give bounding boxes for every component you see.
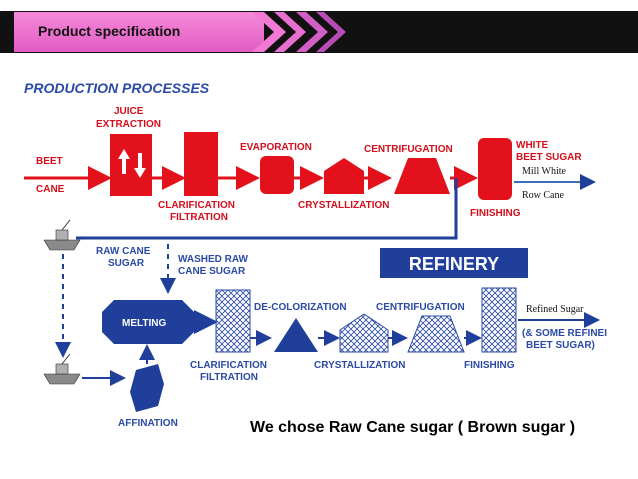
label-finishing-b: FINISHING	[464, 360, 515, 371]
label-row-cane: Row Cane	[522, 190, 565, 201]
evaporation-box	[260, 156, 294, 194]
label-mill-white: Mill White	[522, 166, 567, 177]
crystallization-shape	[324, 158, 364, 194]
affination-shape	[130, 364, 164, 412]
label-refined-sugar: Refined Sugar	[526, 304, 584, 315]
page-title: Product specification	[38, 23, 181, 39]
clarification-hatched-box	[215, 289, 251, 353]
ship-icon	[43, 353, 81, 385]
refinery-box	[380, 248, 528, 278]
clarification-box	[184, 132, 218, 196]
header-title-box	[14, 12, 264, 52]
melting-shape	[102, 300, 194, 344]
label-filtration: FILTRATION	[170, 212, 228, 223]
label-cane: CANE	[36, 184, 65, 195]
crystallization-hatched-shape	[339, 313, 389, 353]
label-extraction: EXTRACTION	[96, 119, 161, 130]
ship-icon	[43, 219, 81, 251]
connector-line	[76, 178, 458, 240]
label-crystallization-b: CRYSTALLIZATION	[314, 360, 405, 371]
label-raw-cane-sugar: SUGAR	[108, 258, 145, 269]
label-melting: MELTING	[122, 318, 166, 329]
centrifugation-hatched-shape	[407, 315, 465, 353]
label-washed-raw: WASHED RAW	[178, 254, 249, 265]
label-raw-cane: RAW CANE	[96, 246, 151, 257]
juice-extraction-box	[110, 134, 152, 196]
label-centrifugation-b: CENTRIFUGATION	[376, 302, 465, 313]
label-juice: JUICE	[114, 106, 144, 117]
down-arrow-icon	[134, 153, 146, 178]
label-clarification-b: CLARIFICATION	[190, 360, 267, 371]
label-refinery: REFINERY	[409, 254, 499, 274]
label-evaporation: EVAPORATION	[240, 142, 312, 153]
production-process-diagram: PRODUCTION PROCESSES BEET CANE JUICE EXT…	[24, 80, 607, 429]
chevron-decoration-icon	[252, 12, 346, 52]
label-affination: AFFINATION	[118, 418, 178, 429]
label-washed-cane-sugar: CANE SUGAR	[178, 266, 246, 277]
up-arrow-icon	[118, 149, 130, 174]
label-some-refined-beet: BEET SUGAR)	[526, 340, 595, 351]
label-white: WHITE	[516, 140, 549, 151]
label-crystallization: CRYSTALLIZATION	[298, 200, 389, 211]
centrifugation-shape	[394, 158, 450, 194]
decolorization-shape	[274, 318, 318, 352]
label-filtration-b: FILTRATION	[200, 372, 258, 383]
label-centrifugation: CENTRIFUGATION	[364, 144, 453, 155]
label-white-beet-sugar: BEET SUGAR	[516, 152, 582, 163]
label-some-refined: (& SOME REFINEI	[522, 328, 607, 339]
label-decolorization: DE-COLORIZATION	[254, 302, 347, 313]
finishing-hatched-box	[481, 287, 517, 353]
label-beet: BEET	[36, 156, 63, 167]
diagram-title: PRODUCTION PROCESSES	[24, 80, 210, 96]
finishing-box	[478, 138, 512, 200]
slide-header: Product specification	[0, 0, 638, 58]
caption-text: We chose Raw Cane sugar ( Brown sugar )	[250, 419, 576, 436]
label-clarification: CLARIFICATION	[158, 200, 235, 211]
label-finishing: FINISHING	[470, 208, 521, 219]
